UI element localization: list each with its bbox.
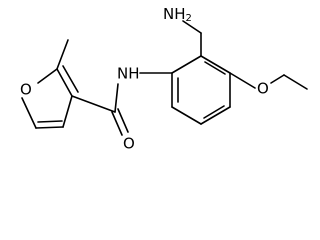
bond	[62, 95, 73, 128]
double-bond-inner	[204, 61, 226, 75]
methoxy-substituent: O	[229, 72, 308, 98]
bond	[71, 95, 116, 113]
bond	[56, 68, 73, 97]
amide-nh-label: NH	[117, 65, 140, 83]
amide-linkage: NH O	[111, 65, 173, 153]
bond	[171, 55, 202, 74]
bond	[283, 74, 308, 90]
chemical-structure-diagram: NH2 O NH O O	[20, 5, 308, 153]
bond	[182, 20, 202, 34]
bond	[200, 55, 231, 74]
bond	[114, 83, 119, 113]
double-bond-inner	[62, 65, 79, 93]
carbonyl-oxygen-label: O	[123, 135, 135, 153]
bond	[35, 126, 64, 129]
bond	[171, 106, 202, 125]
double-bond-inner	[37, 120, 63, 123]
furan-oxygen-label: O	[20, 81, 32, 99]
bond	[56, 39, 69, 70]
amine-substituent: NH2	[163, 5, 202, 57]
carbonyl-double-bond	[117, 108, 129, 133]
amine-label: NH2	[163, 5, 192, 25]
bond	[229, 72, 256, 89]
double-bond-inner	[203, 105, 225, 119]
aniline-ring	[171, 55, 231, 125]
carbonyl-double-bond	[111, 111, 123, 136]
bond	[21, 97, 37, 129]
bond	[270, 74, 285, 84]
bond	[200, 106, 231, 125]
bond	[37, 68, 58, 84]
ether-oxygen-label: O	[257, 80, 269, 98]
furan-ring: O	[20, 65, 116, 129]
methyl-substituent	[56, 39, 69, 70]
